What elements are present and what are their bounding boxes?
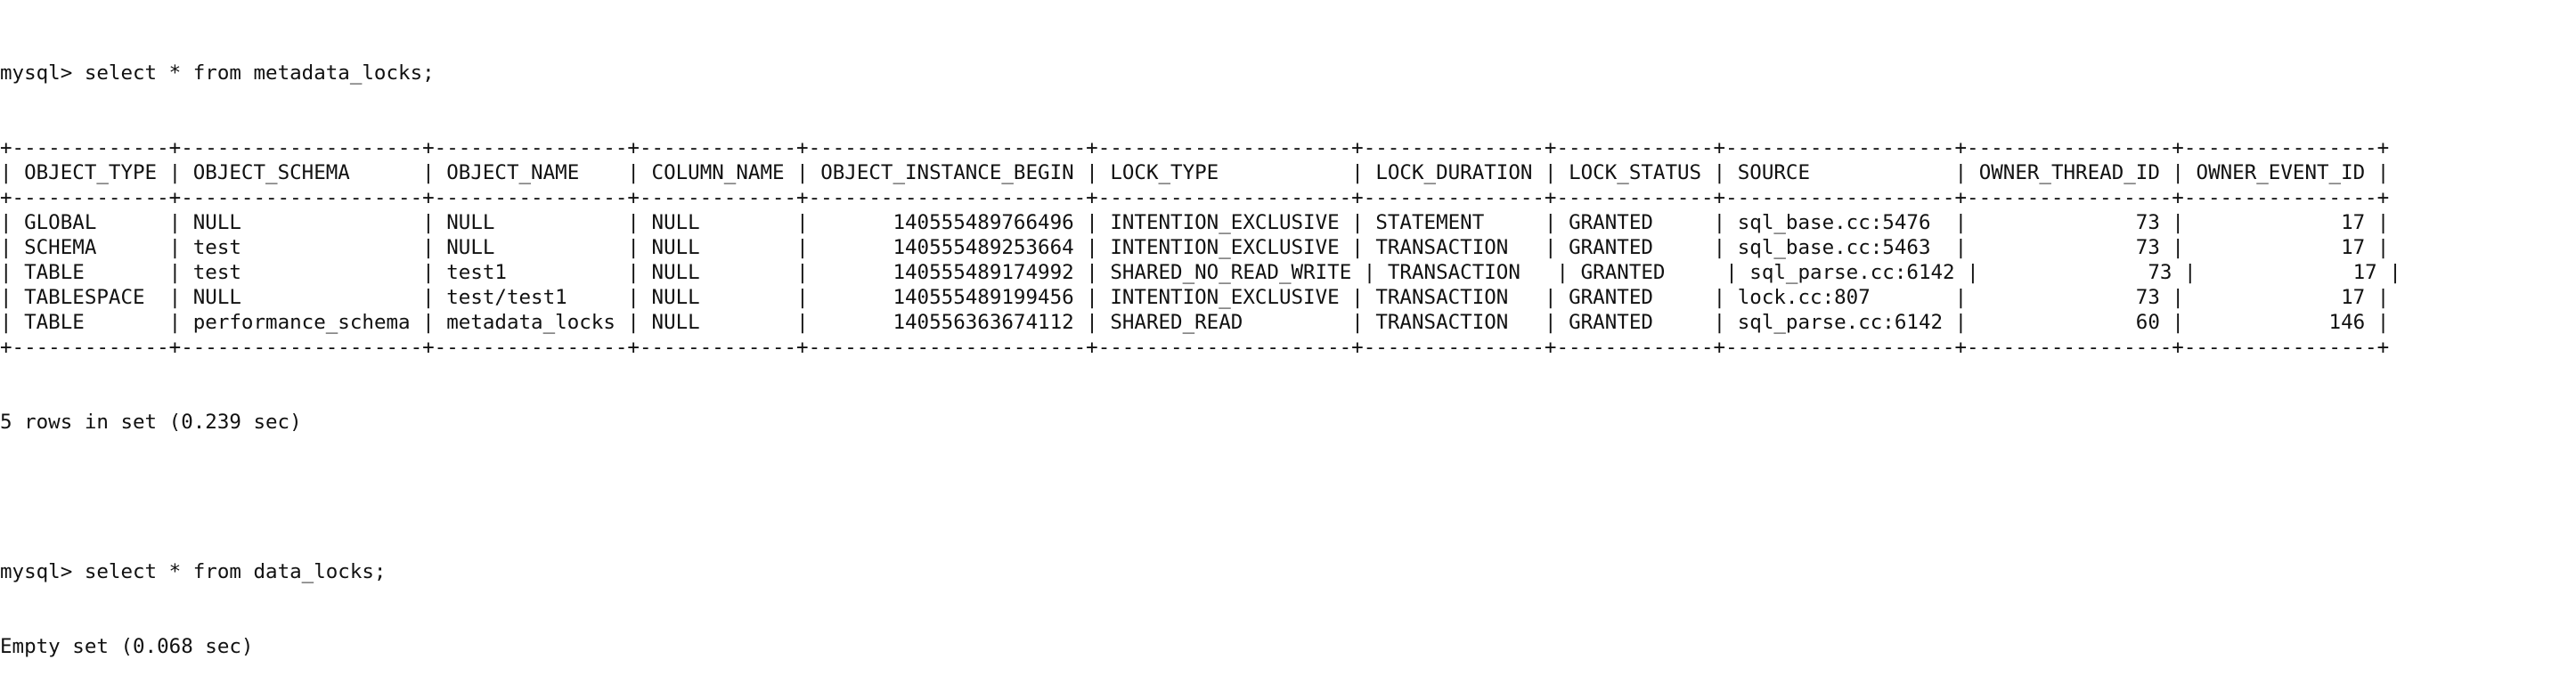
table-cell: 17 <box>2196 236 2366 259</box>
table-cell: NULL <box>651 236 785 259</box>
table-cell: 17 <box>2196 286 2366 309</box>
table-cell: SHARED_NO_READ_WRITE <box>1110 261 1352 284</box>
column-header: COLUMN_NAME <box>651 161 785 184</box>
result-summary: Empty set (0.068 sec) <box>0 635 254 658</box>
table-cell: 140555489199456 <box>820 286 1074 309</box>
table-cell: SHARED_READ <box>1110 311 1340 334</box>
table-cell: metadata_locks <box>446 311 615 334</box>
terminal-output: mysql> select * from metadata_locks; +--… <box>0 11 2401 684</box>
table-cell: INTENTION_EXCLUSIVE <box>1110 286 1340 309</box>
column-header: OBJECT_SCHEMA <box>192 161 411 184</box>
table-cell: INTENTION_EXCLUSIVE <box>1110 211 1340 234</box>
column-header: LOCK_TYPE <box>1110 161 1340 184</box>
command-line-2: mysql> select * from data_locks; <box>0 559 2401 584</box>
table-cell: 73 <box>1991 261 2172 284</box>
table-cell: STATEMENT <box>1375 211 1533 234</box>
table-cell: NULL <box>651 211 785 234</box>
table-cell: sql_base.cc:5463 <box>1737 236 1944 259</box>
table-cell: GLOBAL <box>24 211 158 234</box>
table-row: | TABLE | performance_schema | metadata_… <box>0 311 2390 334</box>
table-cell: NULL <box>192 211 411 234</box>
column-header: LOCK_DURATION <box>1375 161 1533 184</box>
column-header: LOCK_STATUS <box>1569 161 1702 184</box>
column-header: OBJECT_NAME <box>446 161 615 184</box>
table-cell: NULL <box>651 286 785 309</box>
table-cell: 73 <box>1978 286 2160 309</box>
table-row: | SCHEMA | test | NULL | NULL | 14055548… <box>0 236 2390 259</box>
table-cell: INTENTION_EXCLUSIVE <box>1110 236 1340 259</box>
table-cell: 140555489766496 <box>820 211 1074 234</box>
table-cell: GRANTED <box>1569 211 1702 234</box>
table-cell: 146 <box>2196 311 2366 334</box>
table-cell: sql_base.cc:5476 <box>1737 211 1944 234</box>
table-cell: sql_parse.cc:6142 <box>1749 261 1955 284</box>
table-cell: GRANTED <box>1569 236 1702 259</box>
blank-line <box>0 484 2401 509</box>
column-header: OWNER_THREAD_ID <box>1978 161 2160 184</box>
table-cell: 140555489253664 <box>820 236 1074 259</box>
table-cell: 140556363674112 <box>820 311 1074 334</box>
column-header: SOURCE <box>1737 161 1944 184</box>
column-header: OBJECT_INSTANCE_BEGIN <box>820 161 1074 184</box>
table-cell: TRANSACTION <box>1387 261 1545 284</box>
table-cell: TABLE <box>24 311 158 334</box>
table-cell: NULL <box>446 211 615 234</box>
table-cell: test/test1 <box>446 286 615 309</box>
result-table: +-------------+--------------------+----… <box>0 135 2401 360</box>
table-cell: lock.cc:807 <box>1737 286 1944 309</box>
table-border-top: +-------------+--------------------+----… <box>0 136 2390 159</box>
table-cell: NULL <box>192 286 411 309</box>
mysql-prompt: mysql> <box>0 560 85 583</box>
table-cell: 60 <box>1978 311 2160 334</box>
table-cell: GRANTED <box>1580 261 1714 284</box>
query-text: select * from data_locks; <box>84 560 387 583</box>
command-line-1: mysql> select * from metadata_locks; <box>0 61 2401 86</box>
mysql-prompt: mysql> <box>0 61 85 85</box>
table-cell: sql_parse.cc:6142 <box>1737 311 1944 334</box>
table-border-header: +-------------+--------------------+----… <box>0 186 2390 209</box>
table-cell: SCHEMA <box>24 236 158 259</box>
table-cell: TRANSACTION <box>1375 286 1533 309</box>
column-header: OWNER_EVENT_ID <box>2196 161 2366 184</box>
column-header: OBJECT_TYPE <box>24 161 158 184</box>
table-row: | GLOBAL | NULL | NULL | NULL | 14055548… <box>0 211 2390 234</box>
table-cell: 140555489174992 <box>820 261 1074 284</box>
query-text: select * from metadata_locks; <box>84 61 435 85</box>
table-cell: NULL <box>446 236 615 259</box>
table-cell: test <box>192 236 411 259</box>
table-row: | TABLE | test | test1 | NULL | 14055548… <box>0 261 2401 284</box>
table-cell: test1 <box>446 261 615 284</box>
table-cell: TABLESPACE <box>24 286 158 309</box>
table-cell: TRANSACTION <box>1375 311 1533 334</box>
table-cell: 73 <box>1978 236 2160 259</box>
table-cell: TABLE <box>24 261 158 284</box>
table-cell: GRANTED <box>1569 311 1702 334</box>
table-cell: performance_schema <box>192 311 411 334</box>
table-cell: NULL <box>651 261 785 284</box>
table-cell: test <box>192 261 411 284</box>
result-summary: 5 rows in set (0.239 sec) <box>0 411 302 434</box>
table-cell: 73 <box>1978 211 2160 234</box>
table-cell: 17 <box>2196 211 2366 234</box>
table-header-row: | OBJECT_TYPE | OBJECT_SCHEMA | OBJECT_N… <box>0 161 2390 184</box>
table-cell: 17 <box>2208 261 2377 284</box>
table-border-bottom: +-------------+--------------------+----… <box>0 336 2390 359</box>
table-cell: TRANSACTION <box>1375 236 1533 259</box>
table-row: | TABLESPACE | NULL | test/test1 | NULL … <box>0 286 2390 309</box>
table-cell: GRANTED <box>1569 286 1702 309</box>
table-cell: NULL <box>651 311 785 334</box>
